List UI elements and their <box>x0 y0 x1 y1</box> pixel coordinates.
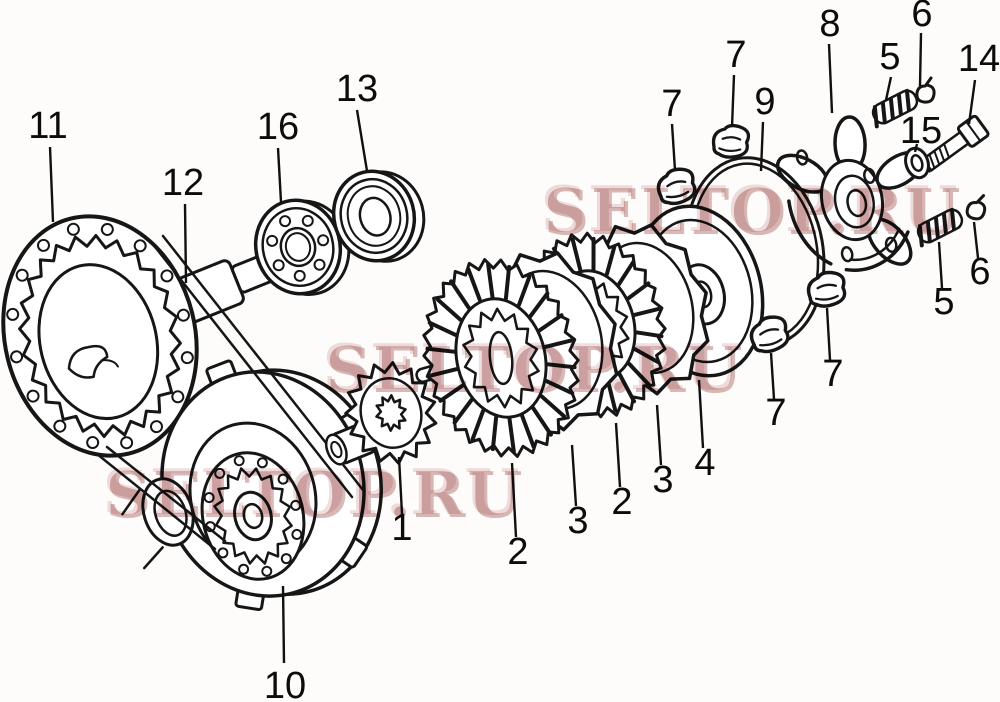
callout-label-5: 5 <box>933 281 954 323</box>
callout-leader-5 <box>884 76 893 101</box>
callout-label-13: 13 <box>336 68 378 110</box>
callout-leader-6 <box>972 221 980 259</box>
callout-label-1: 1 <box>391 507 412 549</box>
part-5-spring-drawing <box>871 88 919 129</box>
callout-label-9: 9 <box>754 81 775 123</box>
callout-leader-3 <box>570 444 578 507</box>
callout-leader-2 <box>510 462 518 538</box>
callout-label-2: 2 <box>507 531 528 573</box>
callout-label-7: 7 <box>661 83 682 125</box>
callout-leader-4 <box>697 379 705 449</box>
callout-label-2: 2 <box>611 481 632 523</box>
part-6-clip-drawing <box>965 194 987 221</box>
part-5-spring-drawing <box>916 207 964 248</box>
callout-label-7: 7 <box>725 34 746 76</box>
callout-leader-8 <box>827 43 834 114</box>
callout-leader-11 <box>48 146 55 223</box>
callout-label-10: 10 <box>264 665 306 702</box>
callout-leader-7 <box>769 352 776 400</box>
callout-leader-7 <box>825 307 832 361</box>
callout-leader-13 <box>355 109 369 172</box>
callout-label-7: 7 <box>765 392 786 434</box>
callout-leader-1 <box>397 456 404 515</box>
callout-label-3: 3 <box>567 500 588 542</box>
part-11-sprocket-chain-drawing <box>1 214 199 458</box>
part-1-gear-drawing <box>324 361 438 466</box>
callout-label-7: 7 <box>822 353 843 395</box>
callout-leader-2 <box>614 422 622 488</box>
callout-label-6: 6 <box>969 251 990 293</box>
callout-leader-5 <box>937 241 944 289</box>
callout-label-5: 5 <box>879 36 900 78</box>
callout-label-16: 16 <box>257 106 299 148</box>
callout-leader-12 <box>183 203 188 284</box>
clutch-hub-sprocket-drawing <box>200 451 306 581</box>
callout-label-3: 3 <box>652 459 673 501</box>
callout-leader-16 <box>276 147 283 203</box>
callout-leader-3 <box>655 404 663 466</box>
callout-label-12: 12 <box>162 162 204 204</box>
callout-label-4: 4 <box>694 442 715 484</box>
part-15-washer-drawing <box>904 146 930 180</box>
callout-label-15: 15 <box>900 110 942 152</box>
callout-leader-10 <box>281 585 286 664</box>
callout-leader-7 <box>730 74 736 128</box>
part-2-friction-disc-drawing <box>422 258 580 458</box>
callout-label-14: 14 <box>958 38 1000 80</box>
part-13-bearing-drawing <box>331 169 426 263</box>
callout-label-11: 11 <box>28 105 67 147</box>
callout-leader-7 <box>670 123 677 171</box>
part-6-clip-drawing <box>915 76 936 104</box>
part-14-bolt-drawing <box>921 114 990 173</box>
callout-leader-9 <box>759 121 765 172</box>
callout-leader-15 <box>913 143 919 153</box>
callout-leader-14 <box>967 79 977 125</box>
callout-label-8: 8 <box>819 3 840 45</box>
callout-label-6: 6 <box>911 0 932 35</box>
callout-leader-6 <box>918 32 923 87</box>
part-16-bearing-drawing <box>253 198 351 297</box>
